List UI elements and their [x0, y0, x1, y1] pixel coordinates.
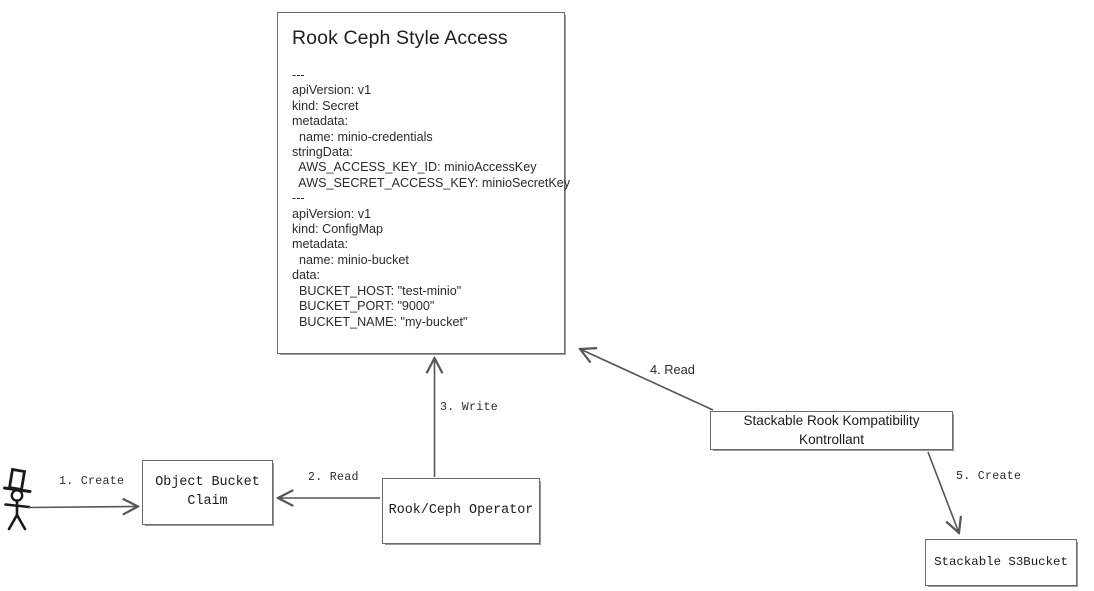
node-stackable-rook-kompatibility-kontrollant[interactable]: Stackable Rook Kompatibility Kontrollant — [710, 411, 953, 450]
node-object-bucket-claim-label: Object Bucket Claim — [155, 475, 260, 509]
edge-1-create-arrow — [27, 507, 138, 508]
edge-label-4-read: 4. Read — [650, 362, 695, 377]
node-rook-ceph-operator[interactable]: Rook/Ceph Operator — [382, 478, 540, 544]
edge-label-5-create: 5. Create — [956, 470, 1022, 483]
edge-label-3-write: 3. Write — [440, 401, 499, 414]
node-object-bucket-claim[interactable]: Object Bucket Claim — [142, 460, 273, 525]
edge-4-read-arrow — [580, 349, 714, 411]
node-rook-ceph-operator-label: Rook/Ceph Operator — [388, 502, 534, 518]
edge-label-2-read: 2. Read — [308, 471, 359, 484]
yaml-card-title: Rook Ceph Style Access — [292, 27, 508, 49]
actor-stick-figure-icon — [3, 467, 32, 531]
node-srkk-label: Stackable Rook Kompatibility Kontrollant — [743, 413, 920, 447]
yaml-card-body: --- apiVersion: v1 kind: Secret metadata… — [292, 68, 571, 329]
yaml-manifest-card: Rook Ceph Style Access --- apiVersion: v… — [277, 12, 571, 354]
edge-5-create-arrow — [927, 451, 959, 533]
node-stackable-s3bucket-label: Stackable S3Bucket — [934, 555, 1068, 570]
node-stackable-s3bucket[interactable]: Stackable S3Bucket — [925, 539, 1077, 586]
edge-label-1-create: 1. Create — [59, 475, 125, 488]
